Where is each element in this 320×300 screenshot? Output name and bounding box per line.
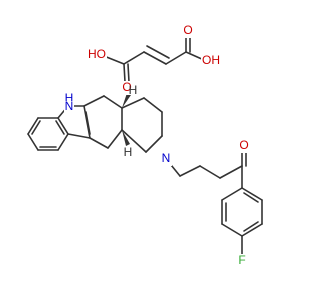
bond-pyrrole-inner xyxy=(85,111,91,135)
fluorophenyl-ring xyxy=(221,187,263,255)
label-bg-o-left xyxy=(121,81,133,95)
label-bg-o-right xyxy=(182,24,194,38)
label-bg-oh xyxy=(201,54,221,68)
bond-benz-1 xyxy=(27,117,39,135)
bond-ho-c1 xyxy=(103,55,125,65)
label-o-ketone: O xyxy=(239,138,248,152)
bond-ar-4 xyxy=(221,223,243,237)
bond-ar-inner-2 xyxy=(243,221,259,232)
molecule-canvas: HO O O OH H N N H H O F xyxy=(27,23,263,268)
stereo-wedge-top xyxy=(122,93,131,108)
bond-c1-c2 xyxy=(123,51,145,65)
label-bg-o-ketone xyxy=(238,139,250,153)
bond-ring6-4 xyxy=(107,129,123,149)
label-ho-left: HO xyxy=(88,47,106,61)
bond-benz-3 xyxy=(57,117,69,135)
bond-chain-3 xyxy=(199,165,221,179)
bond-ring6-1 xyxy=(83,95,105,107)
bond-ar-1 xyxy=(241,187,263,201)
atom-labels: HO O O OH H N N H H O F xyxy=(64,23,250,268)
bond-c2-c3-a xyxy=(143,51,167,65)
fumaric-acid-structure xyxy=(103,35,205,83)
label-n-tertiary: N xyxy=(162,151,171,165)
label-bg-f xyxy=(236,254,248,268)
bond-c1-o-double-a xyxy=(123,63,126,83)
bond-benz-4 xyxy=(57,133,69,151)
label-bg-ho xyxy=(87,48,107,62)
bond-benz-6 xyxy=(27,133,39,151)
bond-pip-2 xyxy=(143,97,163,113)
label-bg-n-tertiary xyxy=(160,152,172,166)
bond-ar-6 xyxy=(221,187,243,201)
bond-ring6-2 xyxy=(103,95,123,109)
bond-ring6-5 xyxy=(89,137,109,149)
bond-c1-o-double-b xyxy=(127,63,130,83)
bond-chain-4 xyxy=(219,165,243,179)
bond-pyrrole-4 xyxy=(67,133,91,139)
bond-pip-5 xyxy=(121,129,147,153)
indole-fused-ring-system xyxy=(27,93,163,153)
bond-pip-1 xyxy=(121,97,145,109)
label-o-right-carbonyl: O xyxy=(183,23,192,37)
label-oh-right: OH xyxy=(202,53,220,67)
bond-c2-c3-b xyxy=(146,45,170,59)
label-h-stereo-bottom: H xyxy=(124,145,133,159)
label-o-left-carbonyl: O xyxy=(122,80,131,94)
label-bg-nh-h xyxy=(64,94,74,106)
chemical-structure-diagram: HO O O OH H N N H H O F xyxy=(27,23,263,268)
bond-c3-c4 xyxy=(165,51,187,65)
butyrophenone-chain xyxy=(166,151,247,189)
stereo-wedge-bottom xyxy=(122,130,130,146)
bond-ar-3 xyxy=(241,223,263,237)
label-bg-nh-n xyxy=(64,101,74,113)
bond-pip-4 xyxy=(145,135,163,153)
bond-chain-2 xyxy=(179,165,201,177)
label-n-indole: N xyxy=(65,99,74,113)
label-f-aryl: F xyxy=(238,253,245,267)
bond-ar-inner-1 xyxy=(243,192,259,203)
bond-benz-inner-2 xyxy=(55,120,65,135)
label-h-stereo-top: H xyxy=(129,83,138,97)
label-nh-indole-h: H xyxy=(65,91,74,105)
bond-benz-inner-1 xyxy=(31,120,41,135)
